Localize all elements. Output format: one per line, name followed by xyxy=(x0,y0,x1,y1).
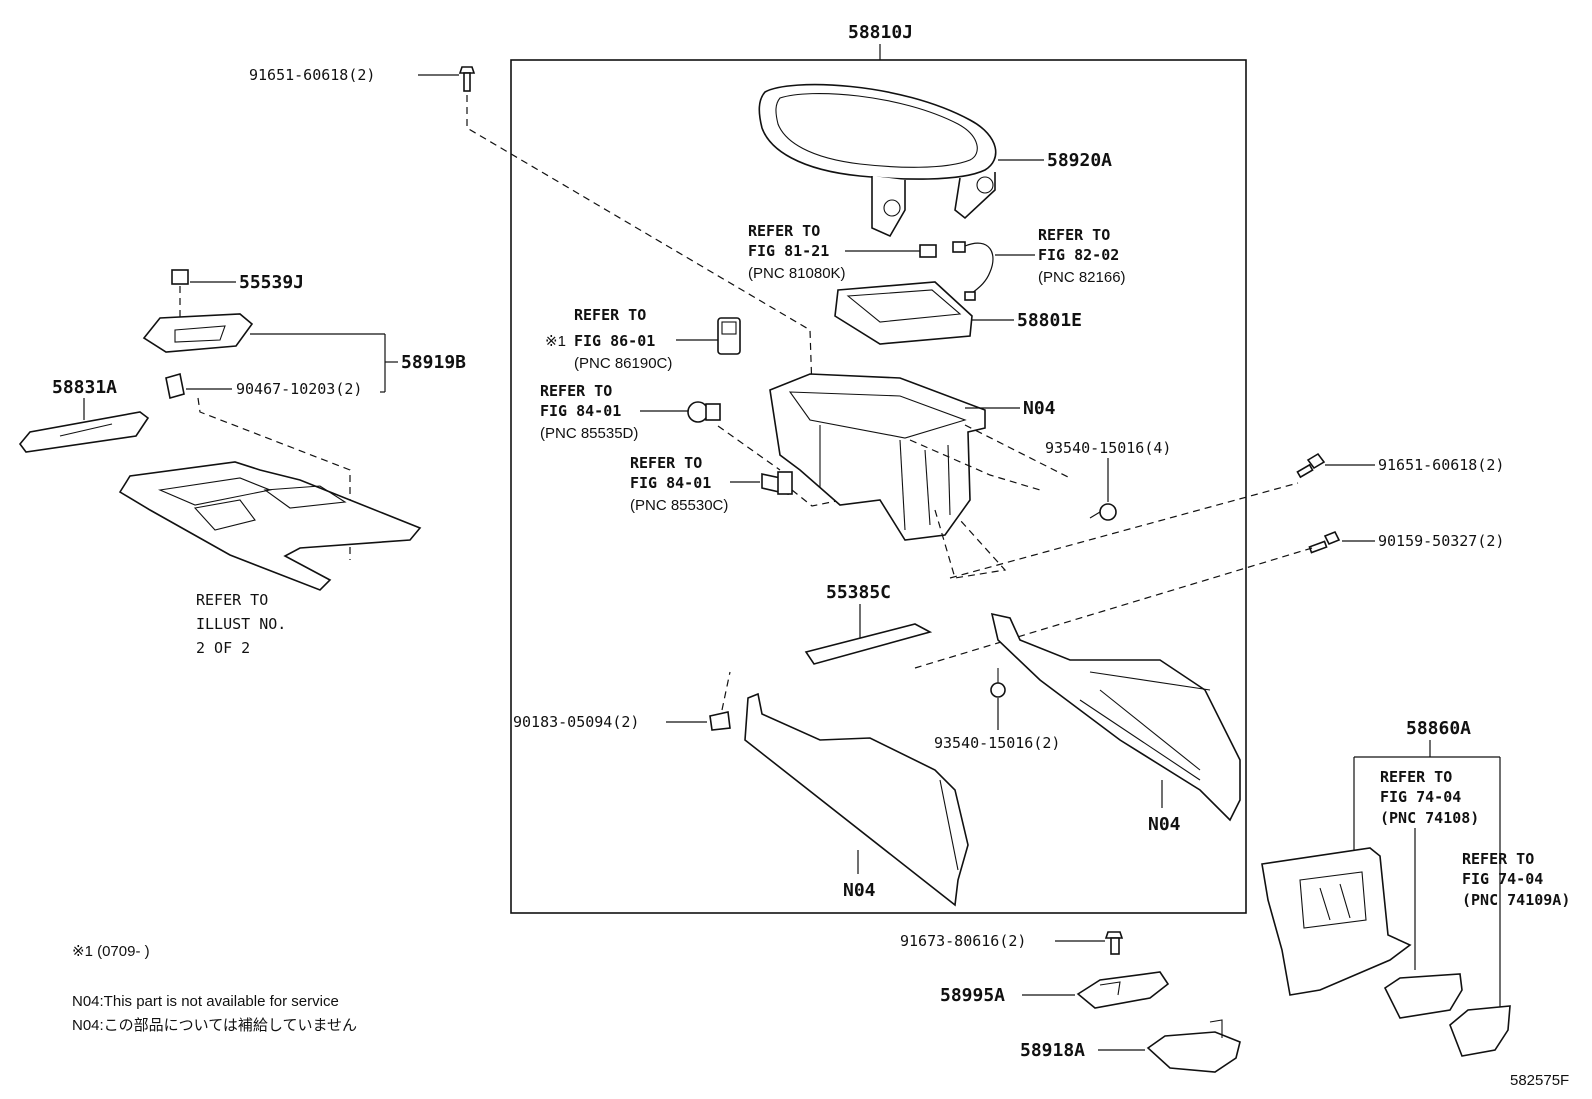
clip-icon xyxy=(709,711,731,731)
screw-icon xyxy=(458,66,476,92)
ref-fig84a-pnc: (PNC 85535D) xyxy=(540,425,638,442)
socket-icon xyxy=(687,401,721,423)
label-58920A: 58920A xyxy=(1047,150,1112,171)
heater-switch-icon xyxy=(717,317,741,355)
bolt-icon xyxy=(1104,931,1124,955)
label-58860A: 58860A xyxy=(1406,718,1471,739)
diagram-id: 582575F xyxy=(1510,1072,1569,1089)
label-55385C: 55385C xyxy=(826,582,891,603)
label-58831A: 58831A xyxy=(52,377,117,398)
ref-fig82-line2: FIG 82-02 xyxy=(1038,246,1119,264)
trim-rail xyxy=(804,623,933,665)
assembly-frame xyxy=(510,59,1247,914)
rear-console-panel xyxy=(1261,847,1412,996)
ref-fig81-pnc: (PNC 81080K) xyxy=(748,265,846,282)
ref-fig74a-line2: FIG 74-04 xyxy=(1380,788,1461,806)
ref-fig86-line1: REFER TO xyxy=(574,306,646,324)
ref-illust-line1: REFER TO xyxy=(196,591,268,609)
ref-fig82-line1: REFER TO xyxy=(1038,226,1110,244)
bracket xyxy=(1146,1019,1241,1073)
ref-illust-line3: 2 OF 2 xyxy=(196,639,250,657)
ref-fig82-pnc: (PNC 82166) xyxy=(1038,269,1126,286)
note-n04-jp: N04:この部品については補給していません xyxy=(72,1017,357,1034)
label-93540-2: 93540-15016(2) xyxy=(934,734,1060,752)
power-outlet-icon xyxy=(761,471,793,495)
retainer-clip-icon xyxy=(165,372,185,400)
label-91673: 91673-80616(2) xyxy=(900,932,1026,950)
ref-fig84a-line2: FIG 84-01 xyxy=(540,402,621,420)
label-N04-right: N04 xyxy=(1148,814,1181,835)
label-58995A: 58995A xyxy=(940,985,1005,1006)
ref-fig86-mark: ※1 xyxy=(545,333,566,350)
label-58810J: 58810J xyxy=(848,22,913,43)
bracket xyxy=(1076,971,1170,1009)
ref-illust-line2: ILLUST NO. xyxy=(196,615,286,633)
label-90183: 90183-05094(2) xyxy=(513,713,639,731)
ashtray-insert xyxy=(1383,973,1463,1019)
upper-console-panel xyxy=(118,461,422,591)
label-N04-box: N04 xyxy=(1023,398,1056,419)
label-N04-bottom: N04 xyxy=(843,880,876,901)
clip-icon xyxy=(171,269,189,285)
screw-icon xyxy=(990,668,1006,698)
bolt-icon xyxy=(1296,452,1326,479)
bolt-icon xyxy=(1308,530,1341,554)
label-58801E: 58801E xyxy=(1017,310,1082,331)
footnote-1: ※1 (0709- ) xyxy=(72,943,150,960)
ref-fig81-line2: FIG 81-21 xyxy=(748,242,829,260)
console-side-panel-right xyxy=(990,612,1241,822)
ref-fig84b-pnc: (PNC 85530C) xyxy=(630,497,728,514)
label-91651-right: 91651-60618(2) xyxy=(1378,456,1504,474)
shift-bezel xyxy=(142,313,254,353)
label-91651-top: 91651-60618(2) xyxy=(249,66,375,84)
ref-fig74b-line2: FIG 74-04 xyxy=(1462,870,1543,888)
ref-fig86-line2: FIG 86-01 xyxy=(574,332,655,350)
ref-fig84b-line2: FIG 84-01 xyxy=(630,474,711,492)
label-90467: 90467-10203(2) xyxy=(236,380,362,398)
console-side-panel-left xyxy=(744,692,969,907)
ref-fig81-line1: REFER TO xyxy=(748,222,820,240)
ref-fig74a-line1: REFER TO xyxy=(1380,768,1452,786)
ref-fig84a-line1: REFER TO xyxy=(540,382,612,400)
label-93540-4: 93540-15016(4) xyxy=(1045,439,1171,457)
switch-connector-icon xyxy=(919,241,966,258)
label-55539J: 55539J xyxy=(239,272,304,293)
ref-fig84b-line1: REFER TO xyxy=(630,454,702,472)
screw-icon xyxy=(1089,503,1117,521)
label-58919B: 58919B xyxy=(401,352,466,373)
note-n04-en: N04:This part is not available for servi… xyxy=(72,993,339,1010)
console-tray xyxy=(834,281,973,345)
ref-fig74a-pnc: (PNC 74108) xyxy=(1380,809,1479,827)
ashtray-lid xyxy=(1449,1005,1511,1057)
armrest-lid xyxy=(758,83,997,238)
label-58918A: 58918A xyxy=(1020,1040,1085,1061)
trim-strip xyxy=(18,411,150,453)
ref-fig74b-pnc: (PNC 74109A) xyxy=(1462,891,1570,909)
ref-fig86-pnc: (PNC 86190C) xyxy=(574,355,672,372)
label-90159: 90159-50327(2) xyxy=(1378,532,1504,550)
console-box xyxy=(769,373,986,541)
ref-fig74b-line1: REFER TO xyxy=(1462,850,1534,868)
